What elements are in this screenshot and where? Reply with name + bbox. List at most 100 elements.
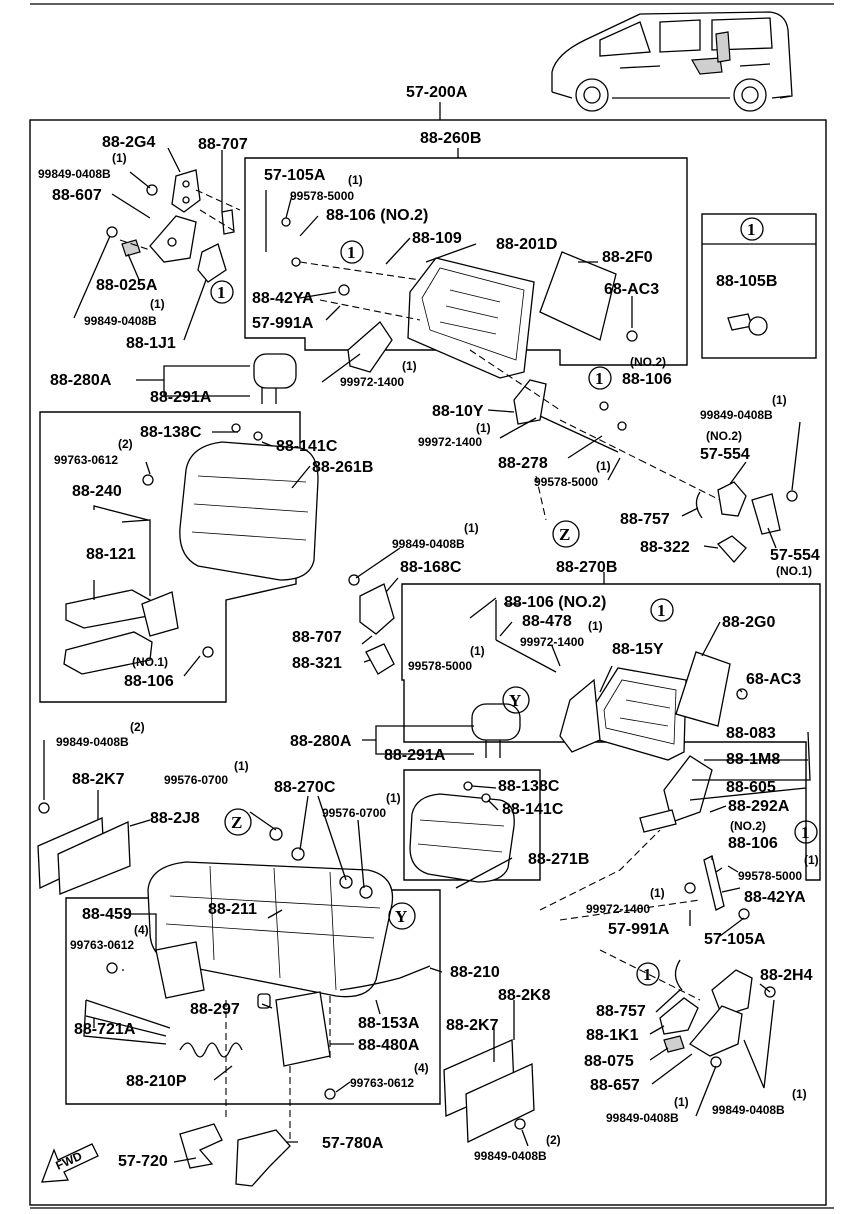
label-88-138C: 88-138C (140, 424, 202, 441)
label-99849-0408B: 99849-0408B (700, 408, 773, 422)
svg-text:(1): (1) (234, 759, 249, 773)
svg-text:(1): (1) (772, 393, 787, 407)
legend-part: 88-105B (716, 273, 777, 290)
label-99972-1400: 99972-1400 (340, 375, 404, 389)
svg-text:(1): (1) (596, 459, 611, 473)
label-99849-0408B: 99849-0408B (84, 314, 157, 328)
label-88-459: 88-459 (82, 906, 132, 923)
label-88-106: 88-106 (622, 371, 672, 388)
seatback-frame-lower (591, 667, 687, 761)
label-57-105A: 57-105A (704, 931, 766, 948)
svg-text:1: 1 (643, 965, 652, 984)
seat-cushion-271B (409, 793, 515, 883)
cable-210 (339, 965, 431, 991)
label-88-280A: 88-280A (290, 733, 352, 750)
label-88-210P: 88-210P (126, 1073, 187, 1090)
svg-text:1: 1 (347, 243, 356, 262)
label-68-AC3: 68-AC3 (746, 671, 801, 688)
marker-y: Y Y (388, 686, 530, 930)
spring-210P (179, 1042, 243, 1058)
label-88-083: 88-083 (726, 725, 776, 742)
hinge-bracket-109 (347, 321, 393, 373)
label-99849-0408B: 99849-0408B (474, 1149, 547, 1163)
armrest-bracket (141, 591, 179, 637)
seat-belt-57-720 (179, 1123, 223, 1169)
label-99849-0408B: 99849-0408B (712, 1103, 785, 1117)
clip-297 (257, 993, 271, 1009)
cover-025A (121, 239, 141, 257)
svg-text:(1): (1) (674, 1095, 689, 1109)
label-99972-1400: 99972-1400 (586, 902, 650, 916)
label-99849-0408B: 99849-0408B (38, 167, 111, 181)
label-88-2G0: 88-2G0 (722, 614, 775, 631)
label-68-AC3: 68-AC3 (604, 281, 659, 298)
svg-text:(NO.1): (NO.1) (132, 655, 168, 669)
label-88-297: 88-297 (190, 1001, 240, 1018)
label-88-2K7: 88-2K7 (72, 771, 125, 788)
svg-text:(1): (1) (650, 886, 665, 900)
label-88-2F0: 88-2F0 (602, 249, 653, 266)
bracket-57-554 (751, 493, 781, 535)
headrest-upper (253, 353, 297, 404)
svg-text:(1): (1) (386, 791, 401, 805)
headrest-lower (471, 703, 521, 758)
svg-text:(1): (1) (476, 421, 491, 435)
label-88-657: 88-657 (590, 1077, 640, 1094)
label-88-478: 88-478 (522, 613, 572, 630)
svg-text:(NO.2): (NO.2) (706, 429, 742, 443)
svg-text:(2): (2) (546, 1133, 561, 1147)
hinge-15Y (559, 678, 601, 753)
label-57-991A: 57-991A (252, 315, 314, 332)
seat-cushion-261B (179, 441, 319, 581)
cover-2H4 (711, 969, 753, 1017)
label-57-554: 57-554 (700, 446, 750, 463)
svg-text:(1): (1) (464, 521, 479, 535)
label-88-707: 88-707 (292, 629, 342, 646)
cover-075 (663, 1035, 685, 1053)
svg-text:(1): (1) (792, 1087, 807, 1101)
label-57-780A: 57-780A (322, 1135, 384, 1152)
group-frame-240 (39, 411, 301, 703)
assembly-frame (29, 119, 827, 1206)
label-88-15Y: 88-15Y (612, 641, 664, 658)
label-88-075: 88-075 (584, 1053, 634, 1070)
label-88-322: 88-322 (640, 539, 690, 556)
bracket-459 (155, 941, 205, 999)
label-88-1M8: 88-1M8 (726, 751, 780, 768)
label-88-201D: 88-201D (496, 236, 557, 253)
highlighted-seat-icon (691, 57, 723, 75)
label-88-480A: 88-480A (358, 1037, 420, 1054)
label-88-141C: 88-141C (276, 438, 338, 455)
bracket-657 (689, 1005, 743, 1057)
side-panel-2K7-2K8 (443, 1039, 535, 1144)
label-88-757: 88-757 (620, 511, 670, 528)
svg-text:(1): (1) (470, 644, 485, 658)
cover-1J1 (197, 243, 227, 283)
label-88-2H4: 88-2H4 (760, 967, 813, 984)
svg-text:1: 1 (217, 283, 226, 302)
label-99972-1400: 99972-1400 (418, 435, 482, 449)
label-88-106-no2: 88-106 (NO.2) (326, 207, 428, 224)
armrest-121 (63, 519, 153, 675)
label-88-025A: 88-025A (96, 277, 158, 294)
label-99849-0408B: 99849-0408B (56, 735, 129, 749)
label-88-121: 88-121 (86, 546, 136, 563)
label-99578-5000: 99578-5000 (290, 189, 354, 203)
svg-text:(1): (1) (150, 297, 165, 311)
label-88-270C: 88-270C (274, 779, 336, 796)
label-99578-5000: 99578-5000 (534, 475, 598, 489)
label-88-42YA: 88-42YA (744, 889, 806, 906)
group-label-back-upper: 88-260B (420, 130, 481, 147)
svg-text:1: 1 (595, 369, 604, 388)
assembly-label: 57-200A (406, 84, 468, 101)
group-frame-back-upper (244, 157, 688, 366)
cover-1K1 (659, 997, 699, 1035)
legend-box: 1 88-105B (701, 213, 817, 359)
side-panel-2K7-2J8 (37, 802, 131, 895)
label-99576-0700: 99576-0700 (164, 773, 228, 787)
label-88-2K8: 88-2K8 (498, 987, 551, 1004)
label-88-261B: 88-261B (312, 459, 373, 476)
label-88-211: 88-211 (208, 901, 257, 918)
label-99578-5000: 99578-5000 (738, 869, 802, 883)
